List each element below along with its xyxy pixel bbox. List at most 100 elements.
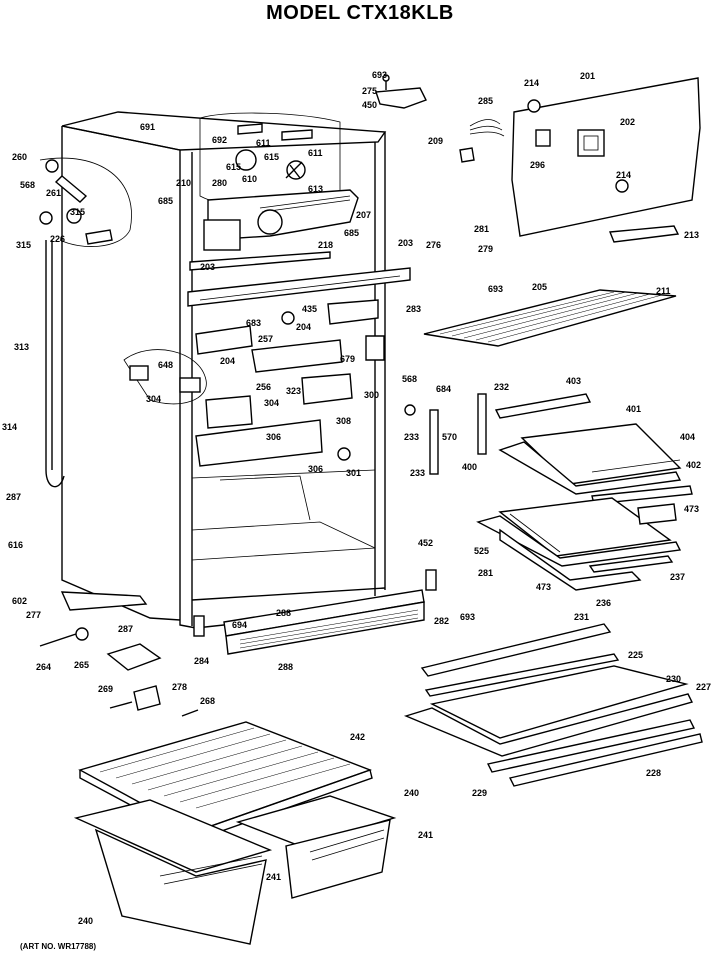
part-label: 204 <box>296 322 311 332</box>
part-label: 693 <box>460 612 475 622</box>
wire-harness <box>459 119 505 163</box>
part-label: 201 <box>580 71 595 81</box>
part-label: 296 <box>530 160 545 170</box>
part-label: 306 <box>266 432 281 442</box>
part-label: 694 <box>232 620 247 630</box>
diagram-title: MODEL CTX18KLB <box>266 2 454 24</box>
part-label: 313 <box>14 342 29 352</box>
part-label: 241 <box>266 872 281 882</box>
wire-shelf <box>423 289 677 347</box>
part-label: 473 <box>536 582 551 592</box>
part-label: 218 <box>318 240 333 250</box>
control-housing-cluster <box>123 299 385 467</box>
part-label: 237 <box>670 572 685 582</box>
crisper-cover-shelf <box>403 623 703 787</box>
part-label: 602 <box>12 596 27 606</box>
part-label: 315 <box>70 207 85 217</box>
part-label: 685 <box>344 228 359 238</box>
part-label: 403 <box>566 376 581 386</box>
part-label: 226 <box>50 234 65 244</box>
part-label: 288 <box>276 608 291 618</box>
part-label: 691 <box>140 122 155 132</box>
part-label: 280 <box>212 178 227 188</box>
part-label: 210 <box>176 178 191 188</box>
part-label: 685 <box>158 196 173 206</box>
part-label: 616 <box>8 540 23 550</box>
part-label: 229 <box>472 788 487 798</box>
part-label: 281 <box>474 224 489 234</box>
part-label: 692 <box>212 135 227 145</box>
part-label: 611 <box>256 138 271 148</box>
part-label: 241 <box>418 830 433 840</box>
small-hardware-parts <box>39 591 199 717</box>
part-label: 615 <box>264 152 279 162</box>
part-label: 435 <box>302 304 317 314</box>
shelf-supports <box>404 393 487 591</box>
water-tube-assembly <box>39 157 132 488</box>
part-label: 611 <box>308 148 323 158</box>
part-label: 204 <box>220 356 235 366</box>
part-label: 227 <box>696 682 711 692</box>
part-label: 450 <box>362 100 377 110</box>
evaporator-fan-assembly <box>199 112 359 251</box>
part-label: 473 <box>684 504 699 514</box>
part-label: 236 <box>596 598 611 608</box>
part-label: 214 <box>616 170 631 180</box>
part-label: 268 <box>200 696 215 706</box>
part-label: 287 <box>6 492 21 502</box>
part-label: 209 <box>428 136 443 146</box>
part-label: 693 <box>372 70 387 80</box>
part-label: 278 <box>172 682 187 692</box>
part-label: 287 <box>118 624 133 634</box>
art-number: (ART NO. WR17788) <box>20 942 97 951</box>
cabinet-body <box>61 111 411 629</box>
part-label: 568 <box>402 374 417 384</box>
control-panel <box>511 77 701 243</box>
part-label: 402 <box>686 460 701 470</box>
part-label: 225 <box>628 650 643 660</box>
part-label: 257 <box>258 334 273 344</box>
part-label: 233 <box>404 432 419 442</box>
part-label: 306 <box>308 464 323 474</box>
part-label: 228 <box>646 768 661 778</box>
part-label: 400 <box>462 462 477 472</box>
part-label: 304 <box>146 394 161 404</box>
part-label: 684 <box>436 384 451 394</box>
part-label: 610 <box>242 174 257 184</box>
part-label: 240 <box>404 788 419 798</box>
part-label: 281 <box>478 568 493 578</box>
part-label: 261 <box>46 188 61 198</box>
part-label: 404 <box>680 432 695 442</box>
part-label: 288 <box>278 662 293 672</box>
toe-grille <box>193 589 425 655</box>
part-label: 233 <box>410 468 425 478</box>
part-label: 683 <box>246 318 261 328</box>
part-label: 242 <box>350 732 365 742</box>
part-label: 275 <box>362 86 377 96</box>
part-label: 283 <box>406 304 421 314</box>
top-hinge <box>375 74 427 109</box>
part-label: 401 <box>626 404 641 414</box>
part-label: 203 <box>398 238 413 248</box>
part-label: 525 <box>474 546 489 556</box>
part-label: 256 <box>256 382 271 392</box>
part-label: 213 <box>684 230 699 240</box>
crisper-drawer-left <box>73 799 273 945</box>
glass-shelf-upper <box>494 393 693 505</box>
part-label: 301 <box>346 468 361 478</box>
part-label: 211 <box>656 286 671 296</box>
part-label: 231 <box>574 612 589 622</box>
part-label: 279 <box>478 244 493 254</box>
part-label: 207 <box>356 210 371 220</box>
part-label: 452 <box>418 538 433 548</box>
part-label: 264 <box>36 662 51 672</box>
part-label: 203 <box>200 262 215 272</box>
part-label: 285 <box>478 96 493 106</box>
part-label: 240 <box>78 916 93 926</box>
part-label: 300 <box>364 390 379 400</box>
part-label: 570 <box>442 432 457 442</box>
part-label: 282 <box>434 616 449 626</box>
part-label: 230 <box>666 674 681 684</box>
